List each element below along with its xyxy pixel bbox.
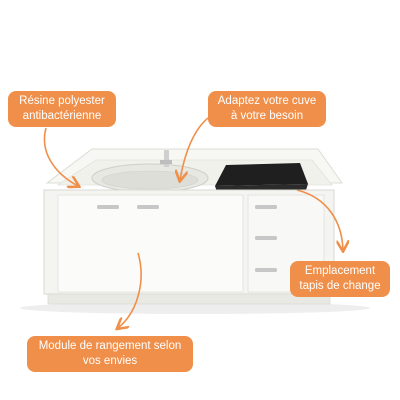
label-changing-mat: Emplacement tapis de change [290,261,390,297]
sink-inner [101,170,199,190]
arrow-resin [43,127,78,186]
drawer-handle-3 [255,268,277,272]
label-storage: Module de rangement selon vos envies [27,336,193,372]
label-basin: Adaptez votre cuve à votre besoin [208,91,326,127]
label-resin: Résine polyester antibactérienne [8,91,116,127]
arrow-storage [118,252,142,328]
drawer-handle-2 [255,236,277,240]
changing-mat [215,163,308,186]
floor-shadow [20,302,370,314]
storage-door [57,194,244,293]
faucet-icon [160,150,172,167]
door-handle-right [137,205,159,209]
door-handle-left [97,205,119,209]
drawer-handle-1 [255,205,277,209]
arrow-changing-mat [296,189,343,250]
cabinet-plinth [47,293,331,305]
